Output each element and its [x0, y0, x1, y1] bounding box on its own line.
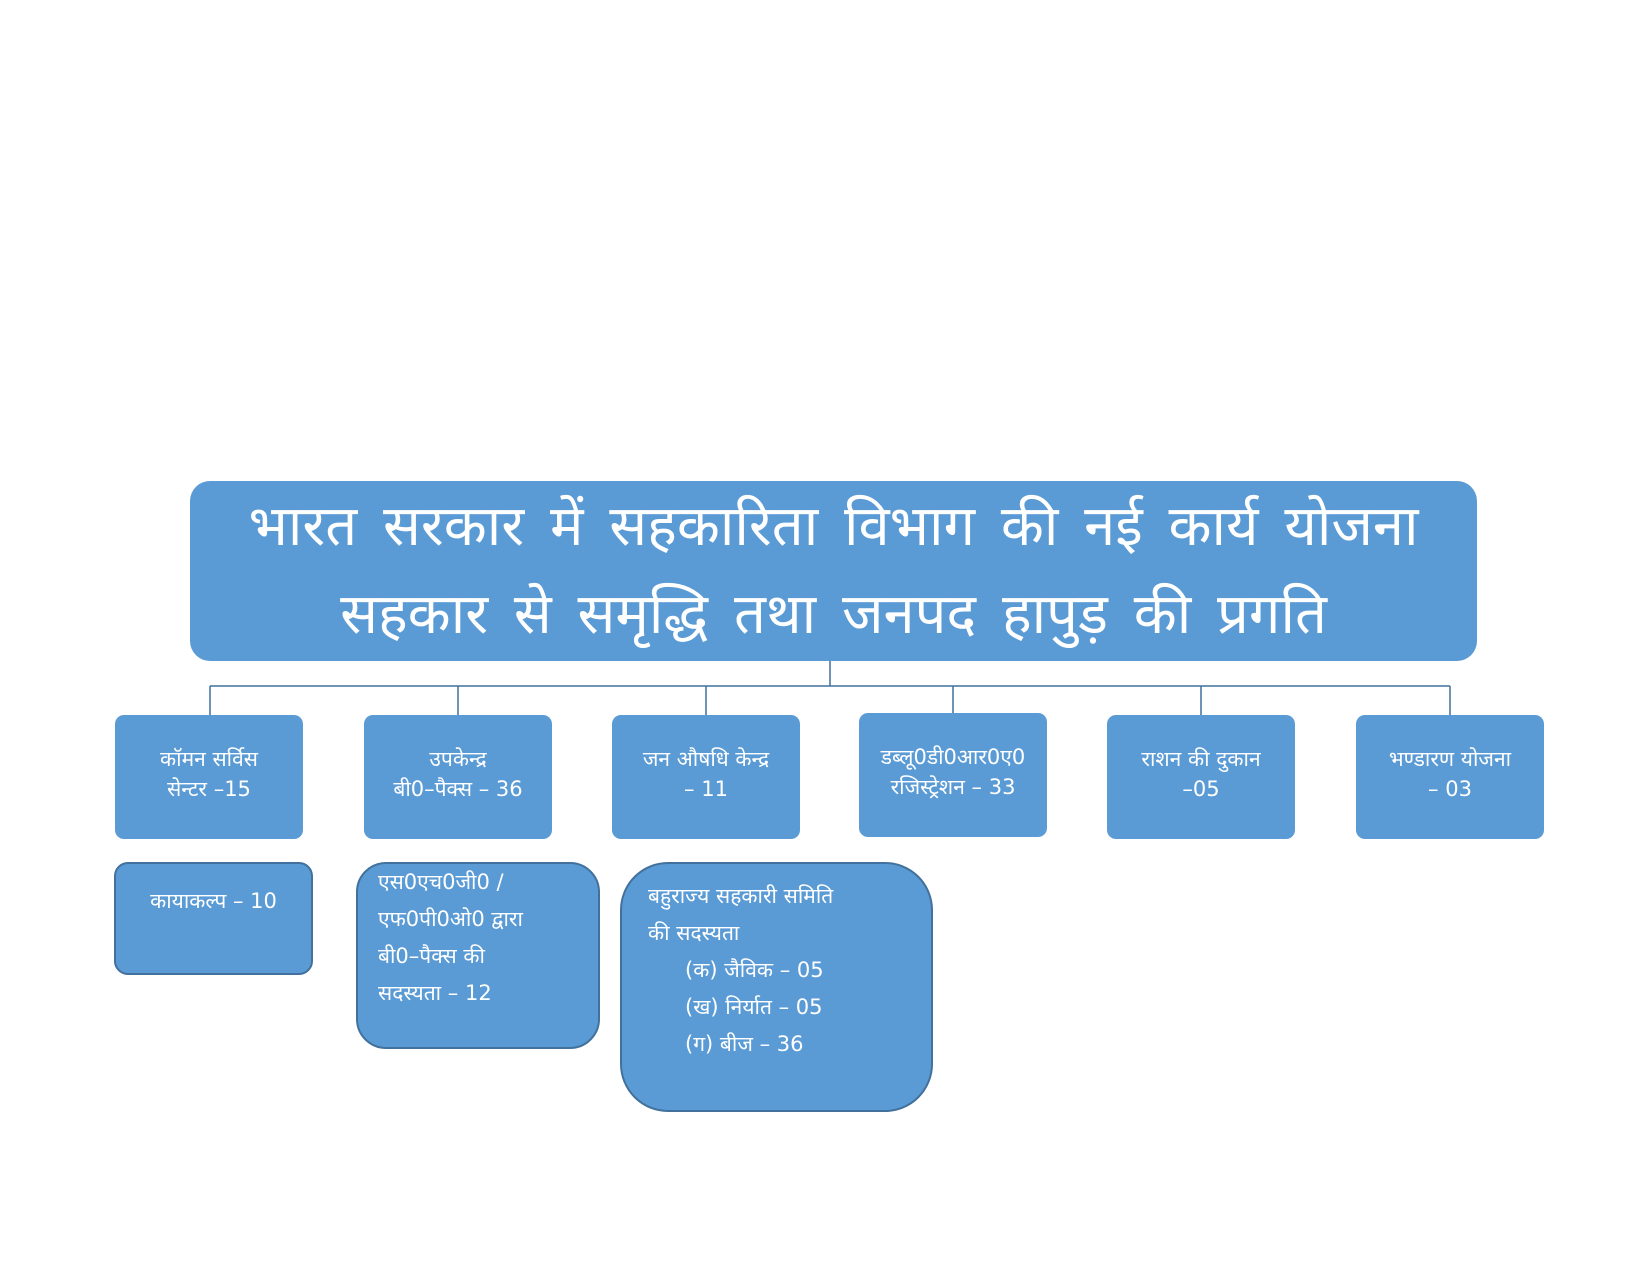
branch-wdra-registration: डब्लू0डी0आर0ए0 रजिस्ट्रेशन – 33 — [859, 713, 1047, 837]
sub-box-shg-fpo: एस0एच0जी0 / एफ0पी0ओ0 द्वारा बी0–पैक्स की… — [356, 862, 600, 1049]
branch-common-service-centre: कॉमन सर्विस सेन्टर –15 — [115, 715, 303, 839]
branch-label-line-2: – 03 — [1428, 777, 1472, 801]
branch-label-line-2: रजिस्ट्रेशन – 33 — [890, 775, 1016, 799]
branch-ration-shop: राशन की दुकान –05 — [1107, 715, 1295, 839]
branch-label-line-1: डब्लू0डी0आर0ए0 — [880, 745, 1026, 769]
branch-label-line-1: जन औषधि केन्द्र — [642, 747, 770, 771]
shg-line-1: एस0एच0जी0 / — [378, 870, 504, 894]
kayakalp-label: कायाकल्प – 10 — [150, 889, 277, 913]
branch-label-line-2: बी0–पैक्स – 36 — [393, 777, 523, 801]
root-title-box: भारत सरकार में सहकारिता विभाग की नई कार्… — [190, 481, 1477, 661]
branch-label-line-2: सेन्टर –15 — [167, 777, 251, 801]
sub-box-kayakalp: कायाकल्प – 10 — [114, 862, 313, 975]
branch-upkendra: उपकेन्द्र बी0–पैक्स – 36 — [364, 715, 552, 839]
root-title-line-1: भारत सरकार में सहकारिता विभाग की नई कार्… — [248, 494, 1419, 559]
sub-box-multistate-membership: बहुराज्य सहकारी समिति की सदस्यता (क) जैव… — [620, 862, 933, 1112]
branch-label-line-2: – 11 — [684, 777, 728, 801]
shg-line-2: एफ0पी0ओ0 द्वारा — [378, 907, 523, 931]
multistate-item-export: (ख) निर्यात – 05 — [685, 995, 823, 1019]
multistate-item-organic: (क) जैविक – 05 — [685, 958, 824, 982]
multistate-heading-line-1: बहुराज्य सहकारी समिति — [648, 884, 834, 908]
multistate-heading-line-2: की सदस्यता — [648, 921, 740, 945]
shg-line-4: सदस्यता – 12 — [378, 981, 492, 1005]
branch-label-line-1: राशन की दुकान — [1141, 747, 1261, 771]
branch-label-line-1: कॉमन सर्विस — [160, 747, 258, 771]
branch-jan-aushadhi: जन औषधि केन्द्र – 11 — [612, 715, 800, 839]
multistate-item-seed: (ग) बीज – 36 — [685, 1032, 804, 1056]
branch-storage-scheme: भण्डारण योजना – 03 — [1356, 715, 1544, 839]
shg-line-3: बी0–पैक्स की — [378, 944, 485, 968]
branch-label-line-2: –05 — [1182, 777, 1220, 801]
branch-label-line-1: भण्डारण योजना — [1388, 747, 1512, 771]
branch-label-line-1: उपकेन्द्र — [429, 747, 487, 771]
root-title-line-2: सहकार से समृद्धि तथा जनपद हापुड़ की प्रग… — [340, 582, 1327, 647]
